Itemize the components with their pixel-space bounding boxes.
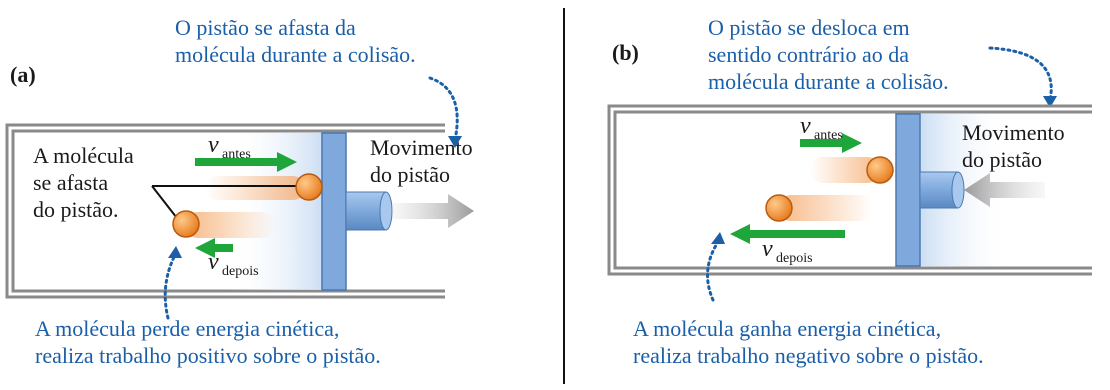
panel-a-piston-head [321, 132, 347, 291]
panel-b-top-caption-line3: molécula durante a colisão. [708, 69, 949, 94]
panel-b-top-leader-arrowhead [1043, 96, 1057, 108]
panel-b-v-after-arrow-shaft [750, 230, 845, 238]
panel-b-molecule-before [866, 156, 894, 184]
panel-a-motion-label-line2: do pistão [370, 162, 450, 187]
panel-a-v-after-arrow-shaft [215, 244, 233, 252]
panel-b-v-after-symbol: v [762, 236, 773, 262]
panel-a-molecule-after [172, 210, 200, 238]
panel-b-motion-label-line2: do pistão [962, 147, 1042, 172]
panel-b-bottom-leader [706, 240, 720, 302]
panel-b-motion-arrow [964, 173, 1045, 207]
panel-a-motion-arrow [392, 194, 474, 228]
panel-b-bottom-leader-arrowhead [711, 232, 725, 244]
panel-a-bottom-caption-line1: A molécula perde energia cinética, [35, 316, 339, 341]
panel-a-v-after-subscript: depois [222, 264, 259, 279]
panel-a-molecule-before [295, 173, 323, 201]
panel-a-cylinder-inner [8, 126, 445, 296]
panel-b-v-before-arrow-shaft [800, 139, 842, 147]
panel-b-piston-rod-end [951, 171, 965, 209]
panel-b-motion-label-line1: Movimento [962, 120, 1065, 145]
panel-a-piston-rod [345, 191, 387, 231]
panel-a-molecule-note-line3: do pistão. [33, 197, 119, 222]
panel-a-molecule-note-line1: A molécula [33, 143, 134, 168]
panel-b-molecule-after [765, 194, 793, 222]
panel-a-top-leader [428, 76, 459, 142]
panel-b-top-leader [988, 46, 1053, 102]
panel-b-v-after-arrow-head [730, 224, 750, 244]
panel-a-trail-before [205, 176, 305, 200]
panel-a-v-before-subscript: antes [222, 147, 251, 162]
panel-b-v-before-subscript: antes [814, 128, 843, 143]
panel-b-top-caption-line1: O pistão se desloca em [708, 15, 910, 40]
panel-a-bottom-leader-arrowhead [168, 246, 182, 258]
panel-b-v-after-subscript: depois [776, 251, 813, 266]
panel-b-trail-after [778, 195, 873, 221]
panel-a-bottom-caption-line2: realiza trabalho positivo sobre o pistão… [35, 343, 381, 368]
panel-b-cylinder-inner [610, 107, 1092, 273]
panel-b-v-before-symbol: v [800, 113, 811, 139]
panel-a-tag: (a) [10, 62, 36, 87]
panel-a-bottom-leader [163, 253, 177, 320]
panel-a: (a) O pistão se afasta da molécula duran… [5, 15, 474, 368]
panel-a-v-before-arrow-shaft [195, 158, 277, 166]
panel-b: (b) O pistão se desloca em sentido contr… [607, 15, 1092, 368]
panel-b-trail-before [810, 157, 880, 183]
panel-b-v-before-arrow-head [842, 133, 862, 153]
panel-a-piston-rod-end [379, 191, 393, 231]
panel-a-v-before-symbol: v [208, 132, 219, 158]
panel-b-bottom-caption-line1: A molécula ganha energia cinética, [633, 316, 941, 341]
panel-a-top-caption-line2: molécula durante a colisão. [175, 42, 416, 67]
panel-a-motion-label-line1: Movimento [370, 135, 473, 160]
panel-b-tag: (b) [612, 40, 639, 65]
panel-a-top-leader-arrowhead [448, 136, 462, 148]
panel-b-piston-head [895, 113, 921, 267]
panel-a-top-caption-line1: O pistão se afasta da [175, 15, 356, 40]
panel-a-v-after-symbol: v [208, 249, 219, 275]
panel-a-molecule-note-line2: se afasta [33, 170, 108, 195]
panel-b-bottom-caption-line2: realiza trabalho negativo sobre o pistão… [633, 343, 984, 368]
panel-a-trail-after [185, 212, 275, 238]
panel-b-top-caption-line2: sentido contrário ao da [708, 42, 909, 67]
panel-a-v-before-arrow-head [277, 152, 297, 172]
panel-a-v-after-arrow-head [195, 238, 215, 258]
